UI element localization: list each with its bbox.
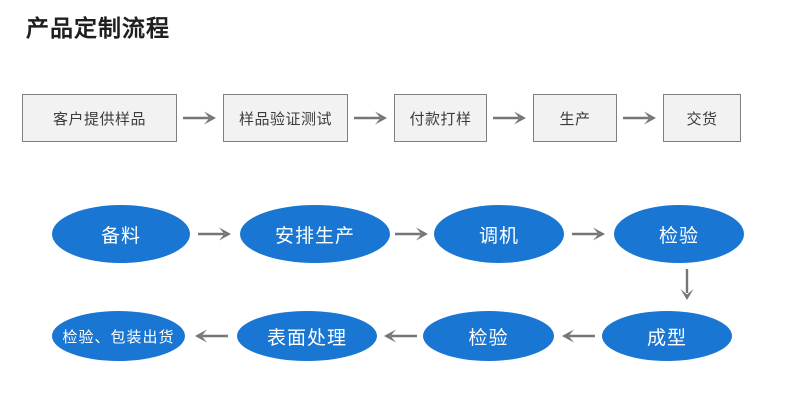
arrow-left-icon (377, 307, 423, 365)
flow-node-label: 表面处理 (266, 327, 347, 349)
flow-node-box: 样品验证测试 (223, 94, 348, 142)
flow-node-label: 生产 (559, 110, 591, 128)
arrow-right-icon (190, 205, 240, 263)
arrow-right-icon (487, 94, 533, 142)
flow-node-label: 检验、包装出货 (62, 328, 175, 346)
arrow-left-icon (185, 307, 237, 365)
arrow-right-icon (348, 94, 394, 142)
flow-node-label: 样品验证测试 (238, 110, 332, 128)
arrow-down-icon (678, 268, 696, 306)
flow-node-ellipse: 检验 (614, 205, 744, 263)
flow-node-label: 调机 (478, 225, 519, 247)
arrow-right-icon (390, 205, 434, 263)
flow-node-ellipse: 检验、包装出货 (52, 311, 185, 361)
flow-node-label: 安排生产 (274, 225, 355, 247)
flow-node-label: 备料 (100, 225, 141, 247)
arrow-right-icon (617, 94, 663, 142)
process-row-ellipses-bottom: 检验、包装出货 表面处理 检验 成型 (52, 308, 752, 364)
arrow-right-icon (564, 205, 614, 263)
flow-node-ellipse: 安排生产 (240, 205, 390, 263)
flow-node-label: 付款打样 (409, 110, 472, 128)
flow-node-box: 付款打样 (394, 94, 487, 142)
page-title: 产品定制流程 (26, 15, 170, 41)
arrow-left-icon (554, 307, 602, 365)
flow-node-label: 检验 (468, 327, 509, 349)
flow-node-ellipse: 表面处理 (237, 311, 377, 361)
flow-node-label: 检验 (658, 225, 699, 247)
flow-node-box: 生产 (533, 94, 617, 142)
flow-node-ellipse: 调机 (434, 205, 564, 263)
process-row-ellipses-top: 备料 安排生产 调机 检验 (52, 204, 752, 264)
flow-node-ellipse: 检验 (423, 311, 554, 361)
flow-node-label: 交货 (686, 110, 718, 128)
arrow-down-connector (672, 268, 702, 306)
process-row-rectangles: 客户提供样品 样品验证测试 付款打样 生产 交货 (22, 93, 768, 143)
flow-node-label: 成型 (646, 327, 687, 349)
flow-node-ellipse: 成型 (602, 311, 732, 361)
flow-node-ellipse: 备料 (52, 205, 190, 263)
flow-node-box: 交货 (663, 94, 741, 142)
arrow-right-icon (177, 94, 223, 142)
flow-node-box: 客户提供样品 (22, 94, 177, 142)
flow-node-label: 客户提供样品 (52, 110, 146, 128)
